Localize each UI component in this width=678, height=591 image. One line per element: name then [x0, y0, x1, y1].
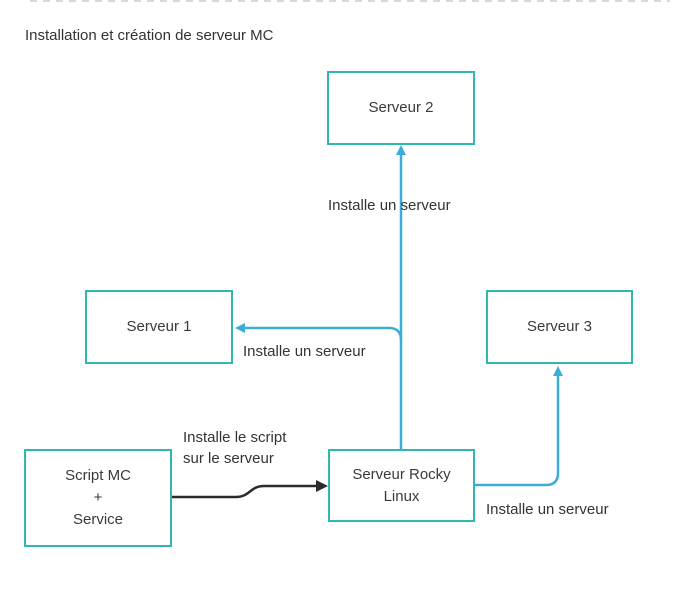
- connector-rocky-to-serveur3: [474, 366, 563, 487]
- diagram-title: Installation et création de serveur MC: [25, 27, 274, 44]
- connector-rocky-to-serveur1: [235, 323, 403, 341]
- node-serveur-3-label: Serveur 3: [526, 318, 593, 335]
- node-serveur-2[interactable]: Serveur 2: [327, 71, 475, 145]
- edge-label-to-serveur2: Installe un serveur: [328, 197, 451, 214]
- node-serveur-2-label: Serveur 2: [368, 99, 434, 116]
- node-serveur-1[interactable]: Serveur 1: [85, 290, 233, 364]
- node-serveur-1-label: Serveur 1: [126, 318, 192, 335]
- node-script-mc-line2: +: [93, 489, 103, 506]
- connector-script-to-rocky: [171, 480, 328, 499]
- node-serveur-rocky-linux[interactable]: Serveur Rocky Linux: [328, 449, 475, 522]
- node-script-mc-line3: Service: [72, 511, 124, 528]
- edge-label-to-serveur1: Installe un serveur: [243, 343, 366, 360]
- node-script-mc-line1: Script MC: [65, 467, 131, 484]
- edge-label-to-serveur3: Installe un serveur: [486, 501, 609, 518]
- node-script-mc-service[interactable]: Script MC + Service: [24, 449, 172, 547]
- node-serveur-3[interactable]: Serveur 3: [486, 290, 633, 364]
- node-serveur-rocky-linux-label: Serveur Rocky Linux: [352, 465, 451, 505]
- top-dashed-divider: [30, 0, 670, 2]
- edge-label-script-to-rocky: Installe le script sur le serveur: [183, 429, 287, 467]
